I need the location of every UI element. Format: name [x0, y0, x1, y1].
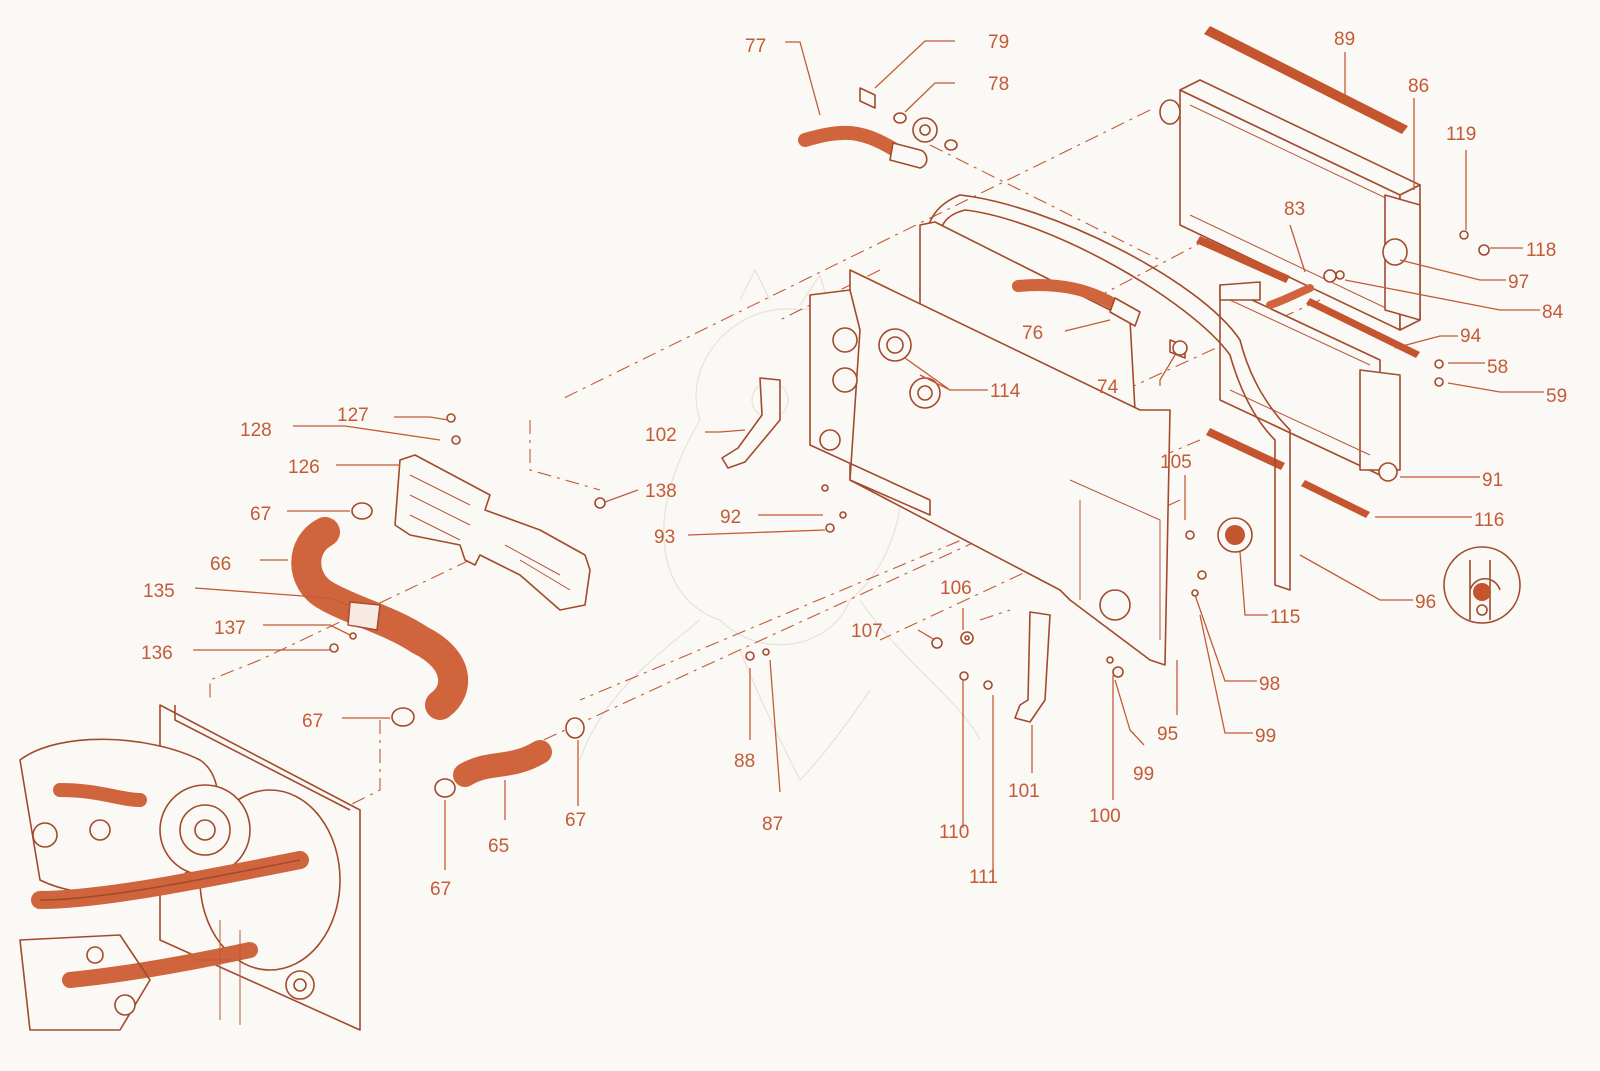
callout-96: 96 [1415, 592, 1436, 613]
cooler-core-91 [1219, 281, 1401, 482]
seal-strip-94 [1306, 298, 1420, 358]
callout-79: 79 [988, 32, 1009, 53]
callout-87: 87 [762, 814, 783, 835]
callout-89: 89 [1334, 29, 1355, 50]
hose-65 [453, 740, 552, 787]
callout-126: 126 [288, 457, 320, 478]
callout-66: 66 [210, 554, 231, 575]
callout-114: 114 [990, 381, 1021, 402]
callout-102: 102 [645, 425, 677, 446]
callout-67-mid: 67 [302, 711, 323, 732]
callout-136: 136 [141, 643, 173, 664]
callout-78: 78 [988, 74, 1009, 95]
callout-74: 74 [1097, 377, 1119, 398]
baffle-plate [809, 221, 1171, 666]
callout-65: 65 [488, 836, 509, 857]
callout-98: 98 [1259, 674, 1280, 695]
callout-99-right: 99 [1255, 726, 1276, 747]
grommets [878, 328, 1253, 553]
callout-118: 118 [1526, 240, 1556, 261]
callout-106: 106 [940, 578, 972, 599]
callout-67-right: 67 [565, 810, 586, 831]
leader-lines [193, 40, 1544, 873]
callout-67-bottom: 67 [430, 879, 451, 900]
callout-101: 101 [1008, 781, 1040, 802]
callout-105: 105 [1160, 452, 1192, 473]
small-fasteners-left [329, 632, 357, 653]
seal-strip-116 [1301, 480, 1370, 518]
seal-strip-89 [1204, 26, 1408, 134]
callout-67-top: 67 [250, 504, 271, 525]
callout-95: 95 [1157, 724, 1178, 745]
callout-100: 100 [1089, 806, 1121, 827]
seal-strip-upper [1196, 236, 1290, 283]
callout-135: 135 [143, 581, 175, 602]
hose-83 [1266, 284, 1314, 309]
small-fasteners-center [594, 484, 993, 690]
bracket-126 [394, 413, 591, 611]
callout-88: 88 [734, 751, 755, 772]
callout-84: 84 [1542, 302, 1564, 323]
callout-77: 77 [745, 36, 766, 57]
callout-labels: 77 79 78 89 86 119 118 83 97 84 94 58 59… [141, 29, 1567, 900]
hose-77-assembly [798, 87, 958, 169]
callout-115: 115 [1270, 607, 1300, 628]
callout-59: 59 [1546, 386, 1567, 407]
callout-110: 110 [939, 822, 969, 843]
hose-76-assembly [1012, 278, 1188, 359]
hose-66 [291, 517, 469, 720]
callout-111: 111 [969, 867, 998, 888]
callout-116: 116 [1474, 510, 1504, 531]
callout-83: 83 [1284, 199, 1305, 220]
callout-97: 97 [1508, 272, 1529, 293]
callout-128: 128 [240, 420, 272, 441]
callout-86: 86 [1408, 76, 1429, 97]
callout-91: 91 [1482, 470, 1503, 491]
seal-strips [1196, 26, 1420, 518]
callout-137: 137 [214, 618, 246, 639]
engine-block [19, 704, 361, 1031]
seal-strip-lower [1206, 428, 1285, 470]
callout-99-center: 99 [1133, 764, 1154, 785]
callout-76: 76 [1022, 323, 1043, 344]
callout-92: 92 [720, 507, 741, 528]
callout-138: 138 [645, 481, 677, 502]
callout-107: 107 [851, 621, 883, 642]
callout-127: 127 [337, 405, 369, 426]
callout-94: 94 [1460, 326, 1482, 347]
callout-93: 93 [654, 527, 675, 548]
seal-profile-detail-icon [1443, 546, 1521, 624]
small-fasteners-right [1106, 230, 1490, 678]
callout-119: 119 [1446, 124, 1476, 145]
hose-clamps-67 [351, 502, 585, 798]
brackets [721, 377, 1051, 723]
callout-58: 58 [1487, 357, 1508, 378]
